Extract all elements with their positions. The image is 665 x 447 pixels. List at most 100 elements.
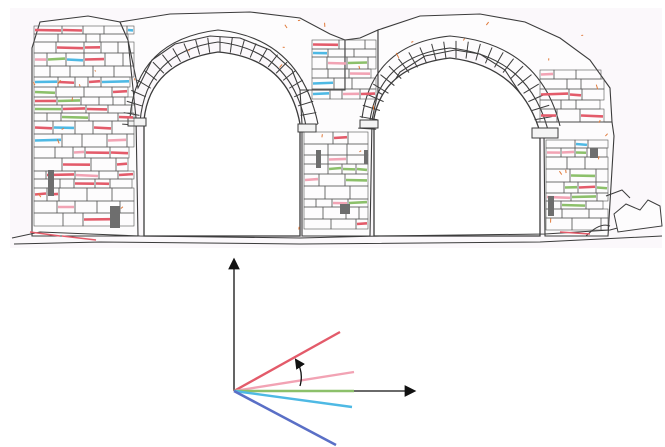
bedding-line xyxy=(561,203,586,207)
bedding-line xyxy=(58,80,75,85)
voussoir-joint xyxy=(126,100,143,107)
bedding-line xyxy=(569,93,582,97)
arch-openings xyxy=(143,51,541,237)
crack-mark xyxy=(485,21,490,26)
bedding-line xyxy=(75,173,99,178)
voussoir-joint xyxy=(362,104,381,111)
right-arch-opening xyxy=(373,57,541,237)
voussoir-joint xyxy=(359,116,378,121)
crack-mark xyxy=(37,192,42,198)
voussoir-joint xyxy=(229,37,233,53)
voussoir-joint xyxy=(259,48,268,62)
voussoir-joint xyxy=(465,41,469,59)
voussoir-joints xyxy=(122,36,554,130)
voussoir-joint xyxy=(534,116,553,121)
bedding-line xyxy=(66,58,84,62)
upper-wall-left xyxy=(119,11,346,91)
crack-mark xyxy=(120,206,124,209)
bedding-line xyxy=(327,61,347,65)
voussoir-joint xyxy=(131,89,147,98)
bedding-line xyxy=(312,92,330,96)
bedding-line xyxy=(107,138,127,142)
voussoir-joint xyxy=(172,48,181,62)
voussoir-joint xyxy=(443,41,447,59)
crack-mark xyxy=(32,82,36,86)
bedding-line xyxy=(328,166,342,171)
voussoir-joint xyxy=(523,83,540,94)
left-arch-opening xyxy=(143,51,301,237)
voussoir-joint xyxy=(293,89,309,98)
bedding-line xyxy=(328,157,347,161)
crack-mark xyxy=(56,139,60,144)
crack-mark xyxy=(78,84,81,87)
bedding-line xyxy=(62,28,83,32)
stone-block xyxy=(359,88,377,100)
voussoir-joint xyxy=(408,52,418,68)
voussoir-joint xyxy=(144,70,158,81)
crack-mark xyxy=(595,84,599,90)
stone-block xyxy=(367,56,377,70)
voussoir-joint xyxy=(494,52,504,68)
bedding-line xyxy=(34,192,47,196)
crack-mark xyxy=(284,24,288,29)
bedding-line xyxy=(110,151,129,155)
stone-block xyxy=(126,25,135,35)
bedding-line xyxy=(56,46,84,50)
bedding-line xyxy=(116,162,128,166)
crack-mark xyxy=(94,70,97,72)
crack-mark xyxy=(558,170,563,175)
voussoir-joint xyxy=(517,74,532,86)
crack-mark xyxy=(61,127,65,130)
bedding-line xyxy=(561,150,575,154)
voussoir-joint xyxy=(161,54,173,68)
crack-mark xyxy=(279,64,283,68)
bedding-line xyxy=(356,167,368,172)
bedding-line xyxy=(34,90,56,95)
crack-mark xyxy=(411,40,414,43)
voussoir-joint xyxy=(288,79,304,89)
crack-mark xyxy=(359,150,362,153)
masonry-courses xyxy=(33,25,609,231)
crack-mark xyxy=(358,65,361,69)
bedding-line xyxy=(333,135,348,140)
voussoir-joint xyxy=(475,43,481,61)
bedding-line xyxy=(347,61,368,65)
voussoir-joint xyxy=(249,43,257,58)
voussoir-joint xyxy=(275,61,288,74)
stone-block xyxy=(126,133,135,148)
bedding-line xyxy=(348,200,368,205)
crack-mark xyxy=(187,49,190,52)
voussoir-joint xyxy=(431,43,437,61)
voussoir-joint xyxy=(136,79,152,89)
curved-arrow-icon xyxy=(294,358,305,387)
bedding-line xyxy=(571,195,597,199)
bedding-line xyxy=(88,79,101,84)
bedding-line xyxy=(118,172,134,177)
voussoir-joint xyxy=(510,65,524,79)
voussoir-joint xyxy=(367,93,384,103)
voussoir-joint xyxy=(267,54,279,68)
bedding-line xyxy=(73,150,85,154)
bedding-line xyxy=(356,222,368,226)
bedding-line xyxy=(101,79,130,84)
voussoir-joint xyxy=(397,58,410,73)
crack-mark xyxy=(462,38,466,41)
bedding-line xyxy=(540,72,554,76)
bedding-line xyxy=(61,115,89,120)
voussoir-joint xyxy=(484,47,493,64)
voussoir-joint xyxy=(300,112,317,116)
colored-bedding-lines xyxy=(34,28,608,226)
bedding-line xyxy=(312,81,334,85)
bedding-line xyxy=(93,126,112,130)
left-pier xyxy=(31,15,139,237)
angle-key-diagram xyxy=(228,257,417,447)
bedding-line xyxy=(578,185,596,189)
bedding-line xyxy=(112,89,128,94)
voussoir-joint xyxy=(388,65,402,79)
voussoir-joint xyxy=(152,61,165,74)
voussoir-joint xyxy=(380,74,395,86)
bedding-line xyxy=(580,114,604,118)
bedding-line xyxy=(596,186,608,190)
bedding-line xyxy=(304,177,319,182)
